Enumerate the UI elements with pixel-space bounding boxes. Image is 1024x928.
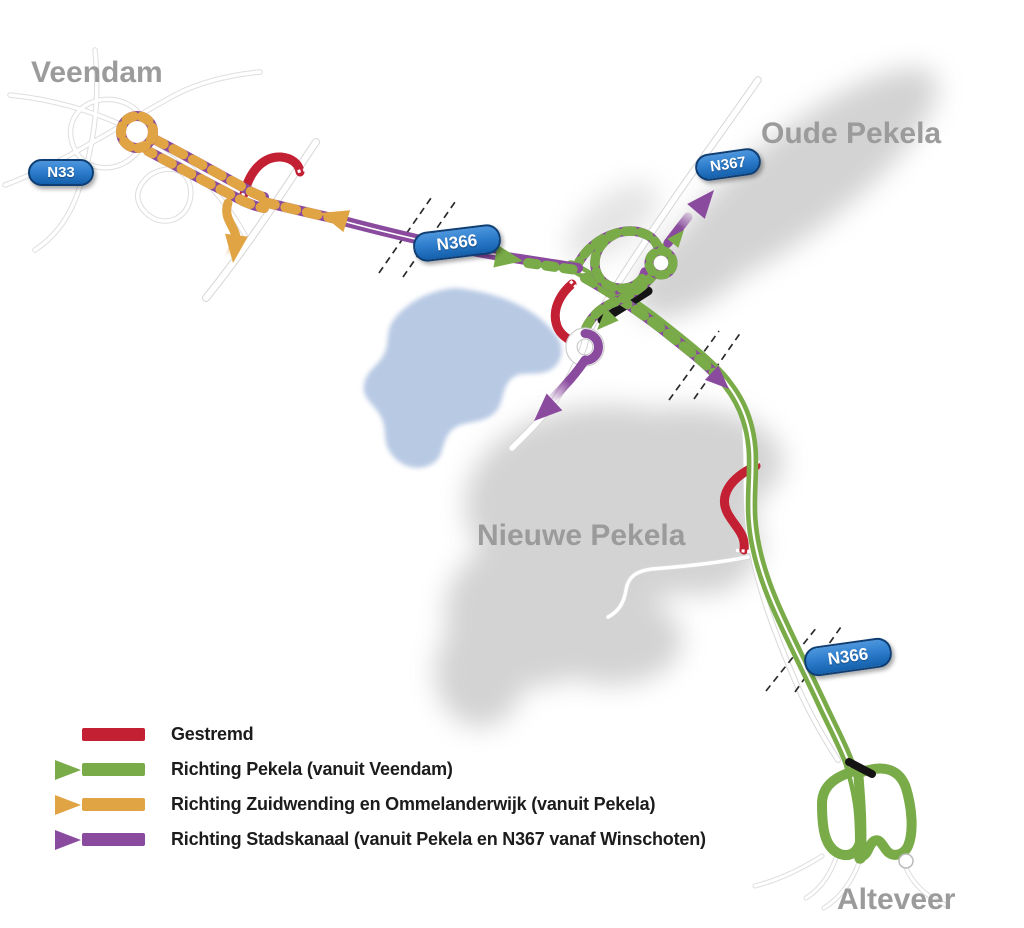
legend-color-bar <box>82 833 145 846</box>
legend-arrow-spacer <box>52 723 82 747</box>
legend-item: Gestremd <box>52 717 706 752</box>
roundabouts <box>545 327 914 869</box>
legend-item: Richting Pekela (vanuit Veendam) <box>52 752 706 787</box>
legend-color-bar <box>82 763 145 776</box>
place-label-nieuwe-pekela: Nieuwe Pekela <box>477 519 686 552</box>
legend: Gestremd Richting Pekela (vanuit Veendam… <box>52 717 706 857</box>
legend-arrow-icon <box>52 828 82 852</box>
place-label-alteveer: Alteveer <box>837 883 956 916</box>
legend-color-bar <box>82 728 145 741</box>
legend-item-label: Gestremd <box>171 724 254 744</box>
road-badge-n33: N33 <box>28 159 94 186</box>
place-label-veendam: Veendam <box>31 56 163 89</box>
route-striped-junction <box>571 212 719 378</box>
place-label-oude-pekela: Oude Pekela <box>761 117 942 150</box>
legend-item: Richting Stadskanaal (vanuit Pekela en N… <box>52 822 706 857</box>
lake-shape <box>363 288 562 468</box>
legend-color-bar <box>82 798 145 811</box>
legend-arrow-icon <box>52 758 82 782</box>
legend-arrow-icon <box>52 793 82 817</box>
legend-item-label: Richting Pekela (vanuit Veendam) <box>171 759 453 779</box>
legend-item-label: Richting Stadskanaal (vanuit Pekela en N… <box>171 829 706 849</box>
legend-item: Richting Zuidwending en Ommelanderwijk (… <box>52 787 706 822</box>
urban-area-shadows <box>435 68 938 727</box>
legend-item-label: Richting Zuidwending en Ommelanderwijk (… <box>171 794 656 814</box>
